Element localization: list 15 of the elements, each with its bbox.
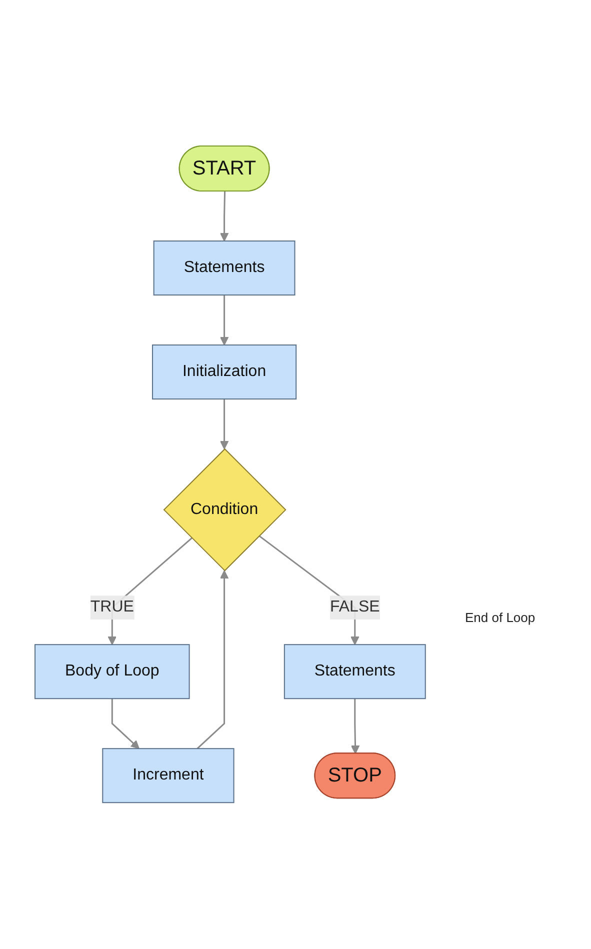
edge-label: TRUE xyxy=(90,598,134,616)
node-diamond: Condition xyxy=(163,448,286,572)
arrow xyxy=(220,192,228,242)
node-box: Increment xyxy=(102,748,234,804)
arrow xyxy=(196,570,228,750)
arrow xyxy=(350,698,360,754)
arrow xyxy=(220,399,228,450)
arrow xyxy=(111,698,140,750)
node-box: Statements xyxy=(153,240,296,296)
arrow xyxy=(220,295,228,346)
edge-label: FALSE xyxy=(330,598,380,616)
node-box: Statements xyxy=(284,644,426,700)
note-text: End of Loop xyxy=(465,610,536,625)
node-box: Body of Loop xyxy=(34,644,190,700)
node-box: Initialization xyxy=(152,344,296,400)
